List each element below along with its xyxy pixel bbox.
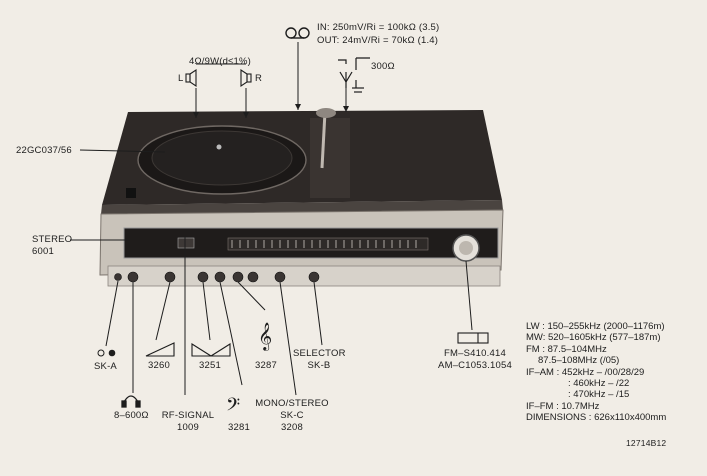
speaker-left-label: L: [178, 73, 184, 84]
tape-cassette-icon: [285, 27, 310, 39]
fm-module-number: FM–S410.414: [444, 348, 506, 359]
spec-if-fm: IF–FM : 10.7MHz: [526, 400, 600, 412]
control-3251: 3251: [199, 360, 221, 371]
bass-clef-icon: 𝄢: [226, 395, 240, 420]
spec-fm-05: 87.5–108MHz (/05): [538, 355, 620, 367]
spec-mw: MW: 520–1605kHz (577–187m): [526, 332, 661, 344]
treble-clef-icon: 𝄞: [258, 322, 272, 351]
sk-c-number: 3208: [281, 422, 303, 433]
antenna-icon: [338, 57, 370, 93]
record-slot: [126, 188, 136, 198]
tuner-ticks: [231, 240, 417, 248]
tonearm: [320, 111, 327, 169]
headphone-impedance: 8–600Ω: [114, 410, 149, 421]
rf-signal-label: RF-SIGNAL: [161, 410, 215, 421]
display-indicator: [177, 237, 195, 249]
tuning-knob-cap: [459, 241, 473, 255]
spec-fm: FM : 87.5–104MHz: [526, 343, 607, 355]
spec-if-am-1: IF–AM : 452kHz – /00/28/29: [526, 366, 645, 378]
control-3287: 3287: [255, 360, 277, 371]
antenna-impedance: 300Ω: [371, 61, 395, 72]
volume-wedge-icon: [145, 342, 175, 357]
speaker-rating: 4Ω/9W(d≤1%): [189, 56, 252, 67]
turntable-model: 22GC037/56: [16, 145, 72, 156]
rf-signal-number: 1009: [177, 422, 199, 433]
receiver-model: 6001: [32, 246, 54, 257]
tape-deck-lid: [310, 118, 350, 198]
spec-lw: LW : 150–255kHz (2000–1176m): [526, 321, 665, 332]
speaker-right-icon: [240, 68, 252, 88]
spec-dimensions: DIMENSIONS : 626x110x400mm: [526, 412, 667, 424]
sk-a-label: SK-A: [94, 361, 117, 372]
sk-c-label: SK-C: [280, 410, 304, 421]
turntable-mat: [151, 130, 293, 186]
selector-label: SELECTOR: [293, 348, 346, 359]
tonearm-base: [316, 108, 336, 118]
mono-stereo-label: MONO/STEREO: [255, 398, 329, 409]
document-number: 12714B12: [626, 438, 667, 448]
spec-if-am-2: : 460kHz – /22: [568, 378, 630, 390]
speaker-right-label: R: [255, 73, 263, 84]
sk-b-label: SK-B: [307, 360, 331, 371]
tape-output-spec: OUT: 24mV/Ri = 70kΩ (1.4): [317, 35, 439, 46]
am-module-number: AM–C1053.1054: [438, 360, 512, 371]
sk-a-icon: [97, 349, 116, 357]
control-knobs: [114, 271, 320, 283]
control-3260: 3260: [148, 360, 170, 371]
bass-control-number: 3281: [228, 422, 250, 433]
headphones-icon: [121, 395, 141, 408]
balance-icon: [191, 343, 231, 357]
speaker-left-icon: [185, 68, 197, 88]
leader-lines: [70, 42, 473, 396]
receiver-name: STEREO: [32, 234, 73, 245]
specifications-block: LW : 150–255kHz (2000–1176m) MW: 520–160…: [526, 321, 666, 424]
spindle: [216, 144, 222, 150]
arrowheads: [193, 104, 349, 118]
tape-input-spec: IN: 250mV/Ri = 100kΩ (3.5): [317, 22, 440, 33]
fm-module-icon: [457, 332, 489, 344]
spec-if-am-3: : 470kHz – /15: [568, 389, 630, 401]
